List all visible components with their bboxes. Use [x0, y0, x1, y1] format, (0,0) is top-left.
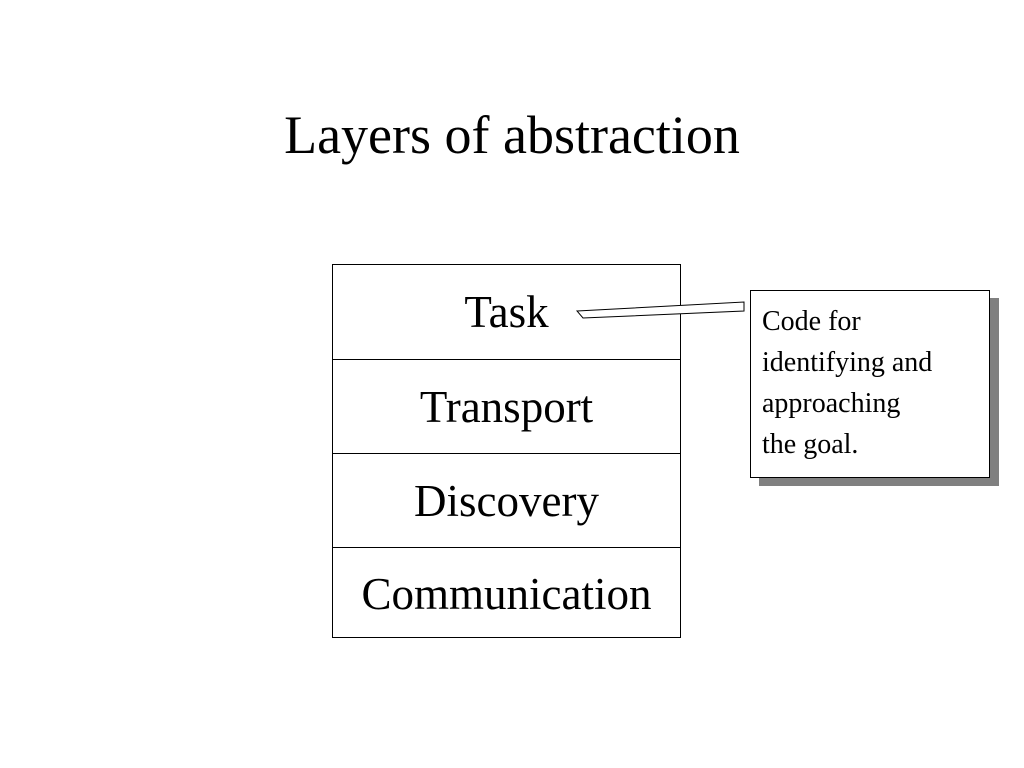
layer-task: Task — [464, 287, 549, 337]
callout-text: Code for identifying and approaching the… — [762, 306, 933, 460]
layer-transport: Transport — [333, 359, 680, 453]
slide-title: Layers of abstraction — [284, 105, 740, 165]
layer-communication: Communication — [333, 547, 680, 638]
layer-stack: Task Transport Discovery Communication — [332, 264, 681, 638]
layer-discovery: Discovery — [333, 453, 680, 547]
callout-box: Code for identifying and approaching the… — [750, 290, 990, 478]
